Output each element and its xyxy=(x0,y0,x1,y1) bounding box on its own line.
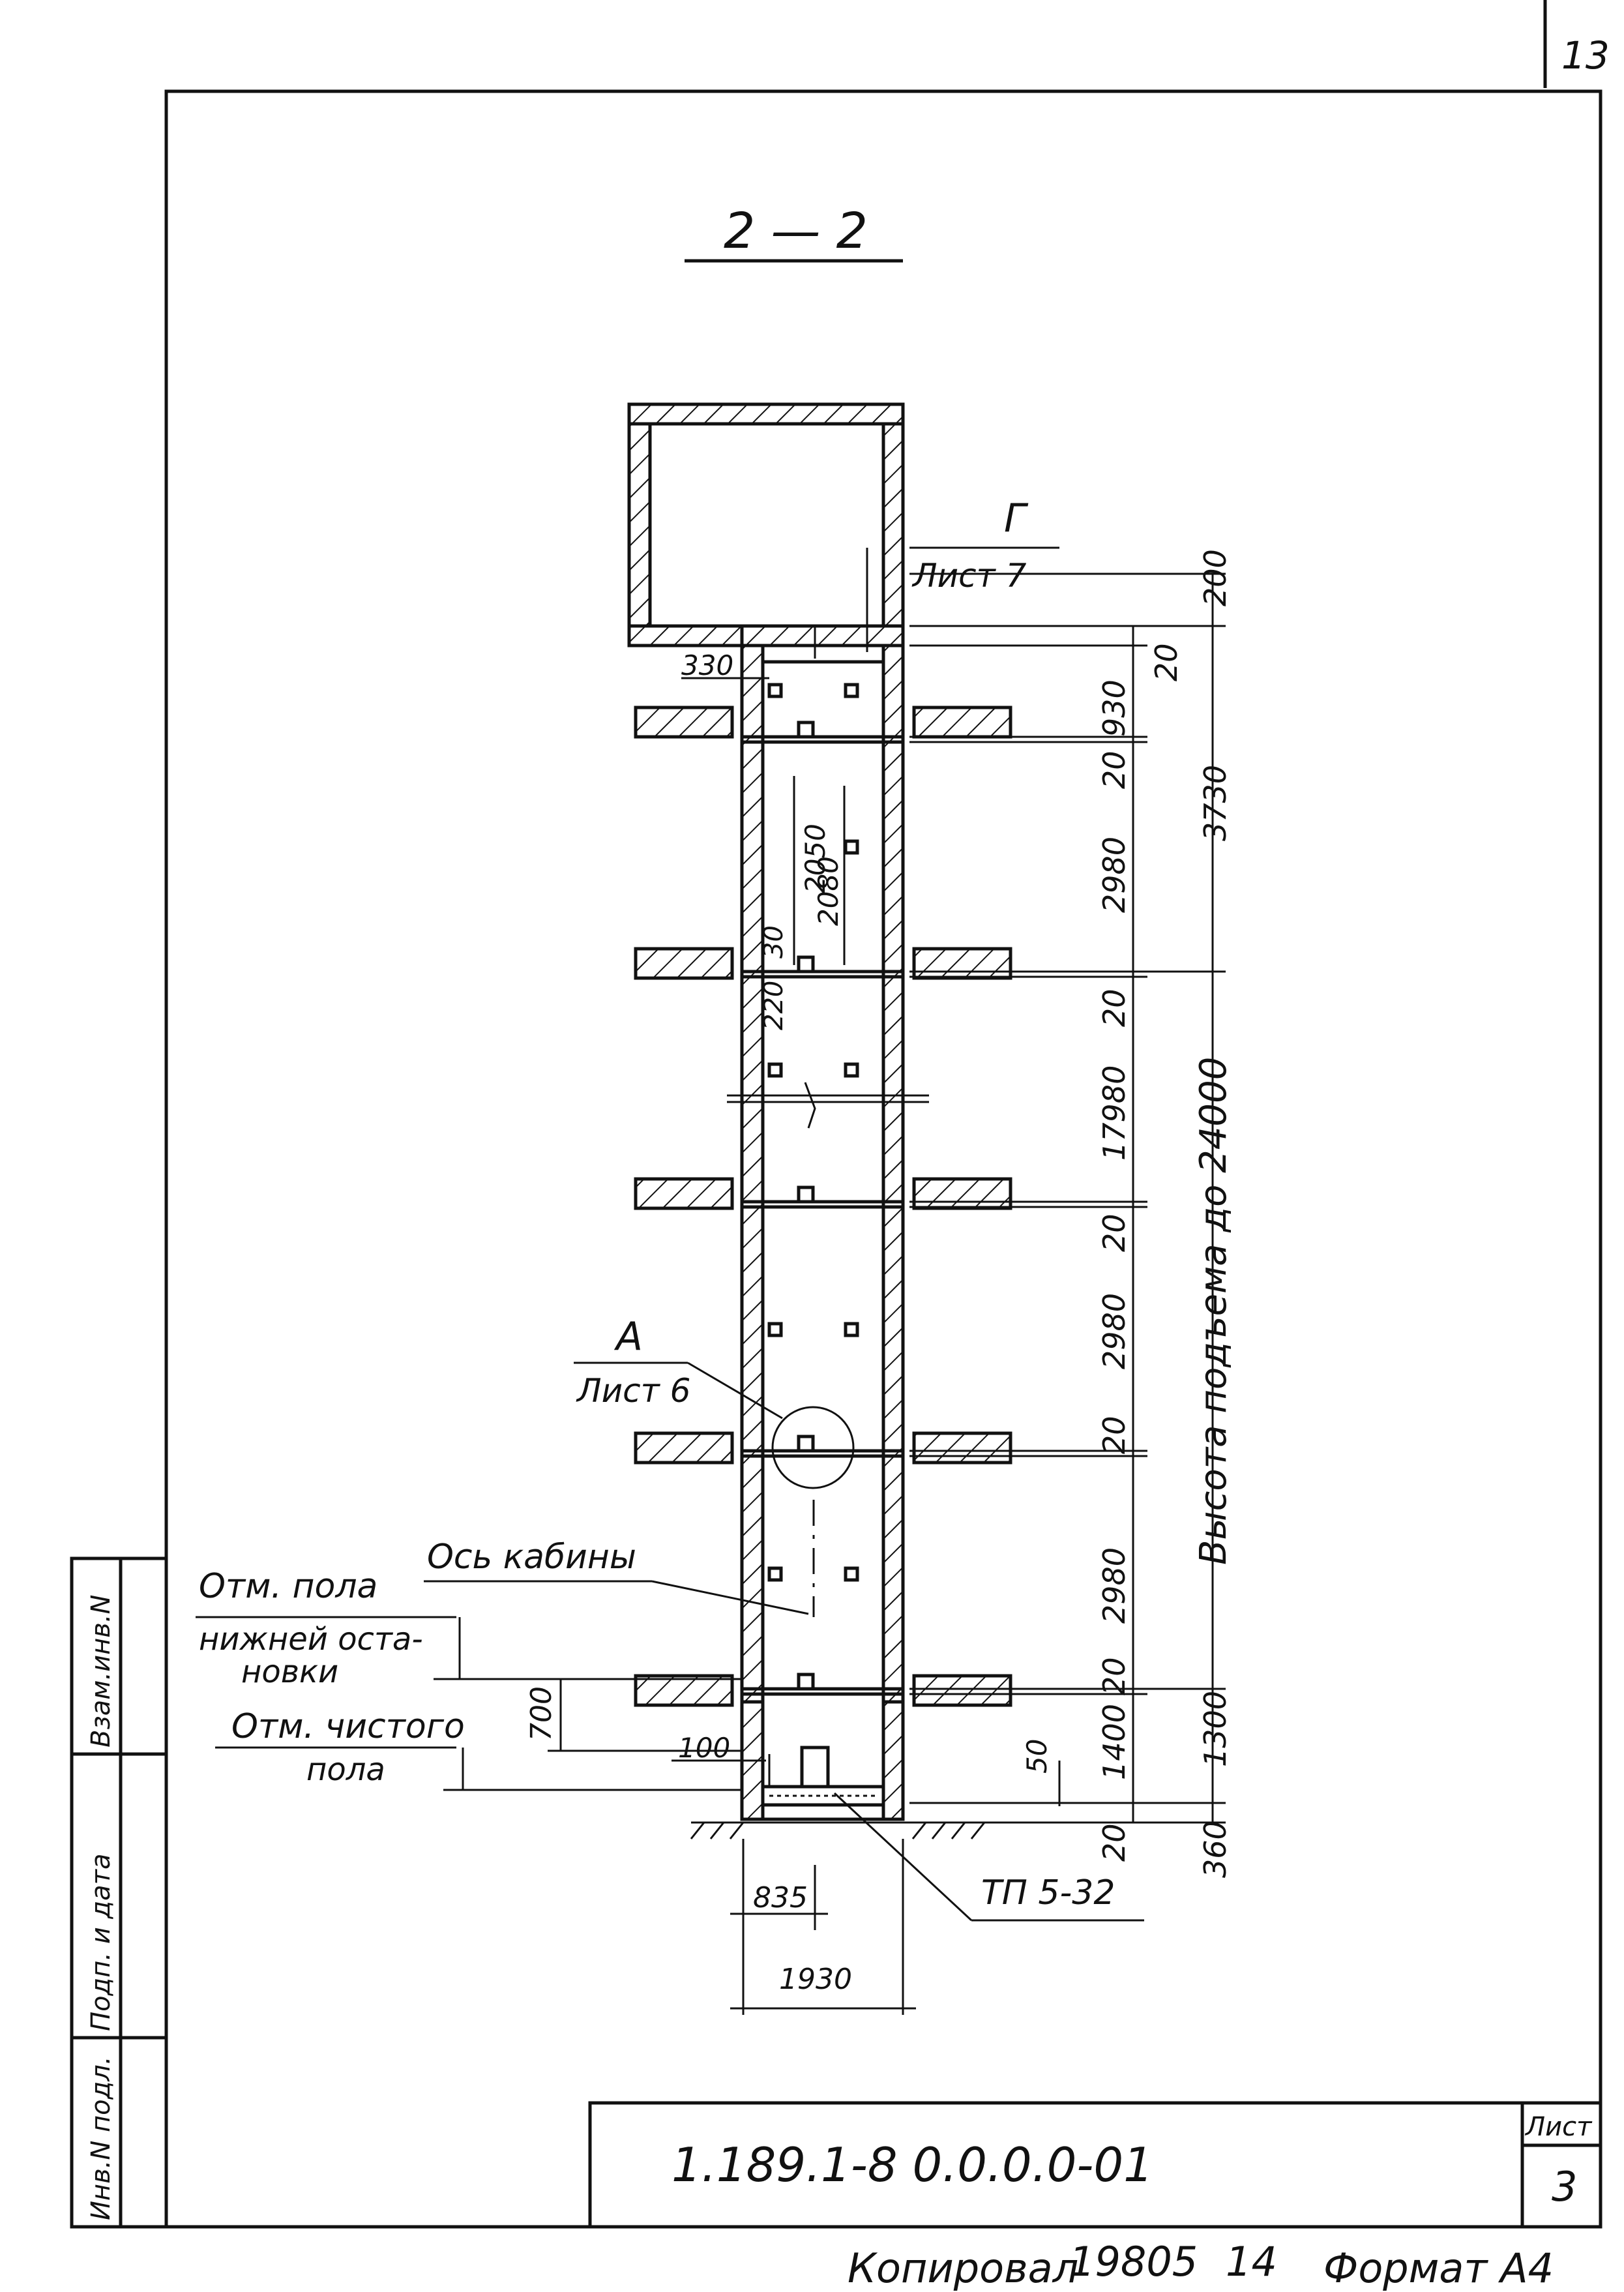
dim-30: 30 xyxy=(759,925,789,959)
copied-label: Копировал xyxy=(848,2244,1078,2292)
dim-700: 700 xyxy=(525,1686,558,1741)
stamp-inventory-number: Инв.N подл. xyxy=(86,2056,116,2220)
dim-3730: 3730 xyxy=(1198,765,1233,841)
dim-1300: 1300 xyxy=(1198,1691,1233,1767)
dim-2050: 2050 xyxy=(799,824,831,893)
shaft-left-wall xyxy=(740,644,765,1821)
callout-g-letter: Г xyxy=(1004,496,1029,541)
machine-room xyxy=(627,402,905,659)
callout-cabin-axis: Ось кабины xyxy=(427,1538,636,1577)
page-number: 13 xyxy=(1561,33,1610,78)
dim-20-c: 20 xyxy=(1097,1213,1132,1252)
dim-1930: 1930 xyxy=(779,1963,852,1996)
copy-count: 14 xyxy=(1226,2238,1277,2285)
clean-floor-line2: пола xyxy=(306,1751,385,1788)
copy-number: 19805 xyxy=(1069,2238,1198,2285)
dim-20-a: 20 xyxy=(1097,751,1132,789)
lift-pit xyxy=(690,1700,991,1839)
dim-360: 360 xyxy=(1198,1821,1233,1878)
document-code: 1.189.1-8 0.0.0.0-01 xyxy=(672,2137,1153,2192)
dim-930: 930 xyxy=(1097,679,1132,737)
dim-20-d: 20 xyxy=(1097,1416,1132,1454)
landing-slab xyxy=(634,1431,1012,1465)
lift-height-label: Высота подъема до 24000 xyxy=(1192,1057,1235,1565)
dim-2980-a: 2980 xyxy=(1097,837,1132,913)
sheet-number: 3 xyxy=(1552,2163,1577,2210)
callout-g-sheet: Лист 7 xyxy=(911,557,1027,595)
dim-1400: 1400 xyxy=(1097,1704,1132,1780)
floor-mark-line2: нижней оста- xyxy=(199,1621,423,1658)
dim-50: 50 xyxy=(1021,1739,1053,1774)
landing-slab xyxy=(634,947,1012,980)
sheet-label: Лист xyxy=(1524,2112,1593,2142)
clean-floor-line1: Отм. чистого xyxy=(231,1707,465,1746)
dim-835: 835 xyxy=(753,1881,808,1914)
anchor-plates xyxy=(767,683,859,1582)
floor-mark-line1: Отм. пола xyxy=(199,1567,377,1606)
dim-20-e: 20 xyxy=(1097,1657,1132,1695)
section-title: 2 — 2 xyxy=(724,201,868,260)
stamp-signature-date: Подп. и дата xyxy=(86,1854,116,2031)
tp-label: ТП 5-32 xyxy=(981,1873,1115,1912)
title-block: 1.189.1-8 0.0.0.0-01 Лист 3 xyxy=(588,2101,1602,2229)
stamp-replacement-number: Взам.инв.N xyxy=(86,1595,116,1748)
landing-slab xyxy=(634,1673,1012,1707)
shaft-right-wall xyxy=(881,644,905,1821)
dim-20-top: 20 xyxy=(1149,643,1184,681)
dim-20-b: 20 xyxy=(1097,989,1132,1027)
dim-330: 330 xyxy=(681,649,733,681)
dim-20-f: 20 xyxy=(1097,1823,1132,1862)
dim-17980: 17980 xyxy=(1097,1065,1132,1161)
dimension-chain xyxy=(909,573,1226,1824)
dim-200: 200 xyxy=(1198,549,1233,606)
callout-a-sheet: Лист 6 xyxy=(576,1372,690,1410)
callout-a-letter: А xyxy=(613,1314,643,1360)
dim-100: 100 xyxy=(678,1732,730,1764)
landing-slab xyxy=(634,1177,1012,1210)
dim-2080: 2080 xyxy=(812,856,844,926)
approval-stamp-strip: Инв.N подл. Подп. и дата Взам.инв.N xyxy=(70,1556,168,2229)
dim-2980-b: 2980 xyxy=(1097,1293,1132,1369)
dim-2980-c: 2980 xyxy=(1097,1547,1132,1624)
detail-circle-a xyxy=(771,1406,855,1489)
format-label: Формат А4 xyxy=(1323,2244,1554,2292)
dim-220: 220 xyxy=(759,981,789,1030)
floor-mark-line3: новки xyxy=(241,1654,338,1690)
